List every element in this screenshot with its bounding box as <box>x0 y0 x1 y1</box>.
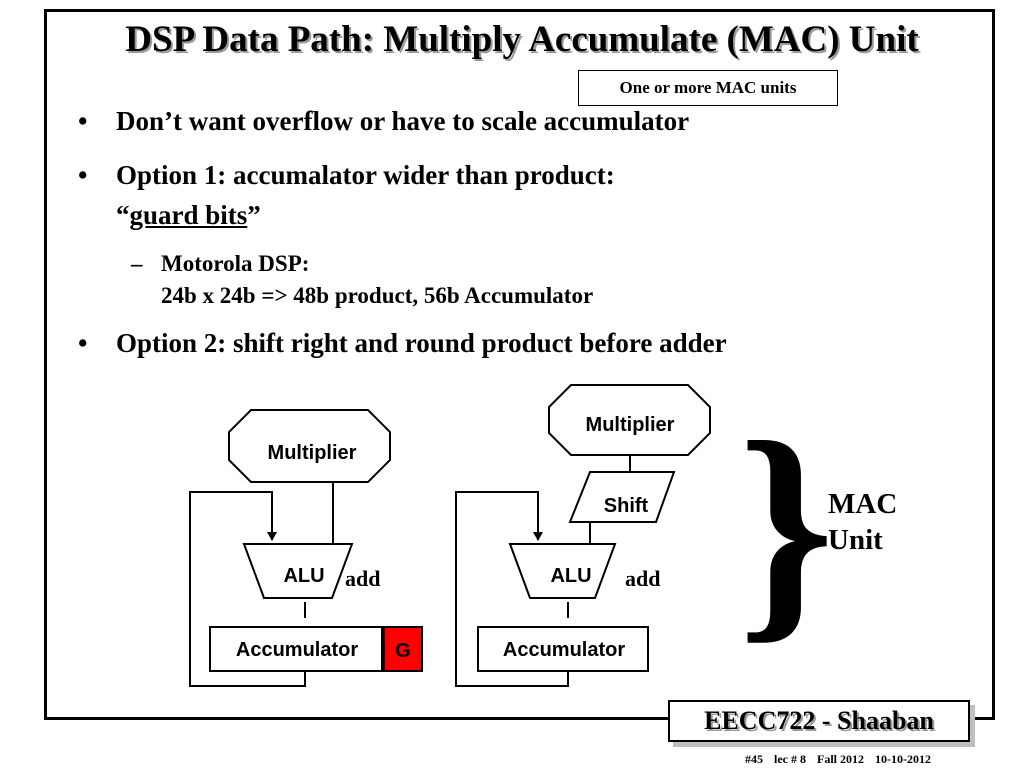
date: 10-10-2012 <box>875 752 931 766</box>
bullet-marker: • <box>78 106 88 136</box>
left-add-label: add <box>345 566 380 591</box>
bullet-text-line2: “guard bits” <box>116 195 615 235</box>
callout-note: One or more MAC units <box>578 70 838 106</box>
mac-label-line1: MAC <box>828 488 898 520</box>
left-feedback-line <box>189 491 306 687</box>
shift-box <box>568 471 676 523</box>
right-add-label: add <box>625 566 660 591</box>
slide-title: DSP Data Path: Multiply Accumulate (MAC)… <box>125 19 919 60</box>
left-mac-diagram: Multiplier ALU add Accumulator G <box>189 409 423 687</box>
lecture-number: lec # 8 <box>774 752 806 766</box>
sub-bullet-motorola: – Motorola DSP: 24b x 24b => 48b product… <box>131 248 594 312</box>
sub-bullet-text: Motorola DSP: <box>161 251 310 276</box>
bullet-marker: • <box>78 160 88 190</box>
bullet-overflow: • Don’t want overflow or have to scale a… <box>78 106 690 137</box>
quote-open: “ <box>116 200 130 230</box>
mac-unit-label: MAC Unit <box>828 486 897 558</box>
bullet-option-2: • Option 2: shift right and round produc… <box>78 328 727 359</box>
right-multiplier-label: Multiplier <box>586 414 675 436</box>
sub-marker: – <box>131 251 143 276</box>
slide-number: #45 <box>745 752 763 766</box>
bullet-text: Don’t want overflow or have to scale acc… <box>116 106 690 136</box>
bullet-text: Option 2: shift right and round product … <box>116 328 727 358</box>
slide-frame <box>44 9 995 720</box>
course-footer: EECC722 - Shaaban <box>668 700 970 742</box>
right-accumulator-label: Accumulator <box>503 639 625 661</box>
right-accumulator-box <box>477 626 649 672</box>
quote-close: ” <box>247 200 261 230</box>
bullet-option-1: • Option 1: accumalator wider than produ… <box>78 155 615 235</box>
guard-bits-term: guard bits <box>129 200 248 230</box>
shift-label: Shift <box>604 495 649 517</box>
guard-bits-label: G <box>395 640 411 662</box>
left-multiplier-box <box>228 409 391 483</box>
footer-meta: #45 lec # 8 Fall 2012 10-10-2012 <box>745 752 939 767</box>
sub-bullet-text-line2: 24b x 24b => 48b product, 56b Accumulato… <box>161 283 594 308</box>
bullet-marker: • <box>78 328 88 358</box>
bullet-text: Option 1: accumalator wider than product… <box>116 160 615 190</box>
right-alu-shape <box>508 543 617 599</box>
left-accumulator-label: Accumulator <box>236 639 358 661</box>
right-feedback-line <box>455 491 569 687</box>
left-alu-shape <box>242 543 354 599</box>
mac-brace: } <box>738 392 835 663</box>
mac-label-line2: Unit <box>828 524 883 556</box>
guard-bits-box <box>383 626 423 672</box>
left-alu-label: ALU <box>283 565 324 587</box>
term: Fall 2012 <box>817 752 864 766</box>
right-mac-diagram: Multiplier Shift ALU add Accumulator <box>455 384 711 687</box>
right-alu-label: ALU <box>550 565 591 587</box>
left-accumulator-box <box>209 626 383 672</box>
right-multiplier-box <box>548 384 711 456</box>
left-multiplier-label: Multiplier <box>268 442 357 464</box>
